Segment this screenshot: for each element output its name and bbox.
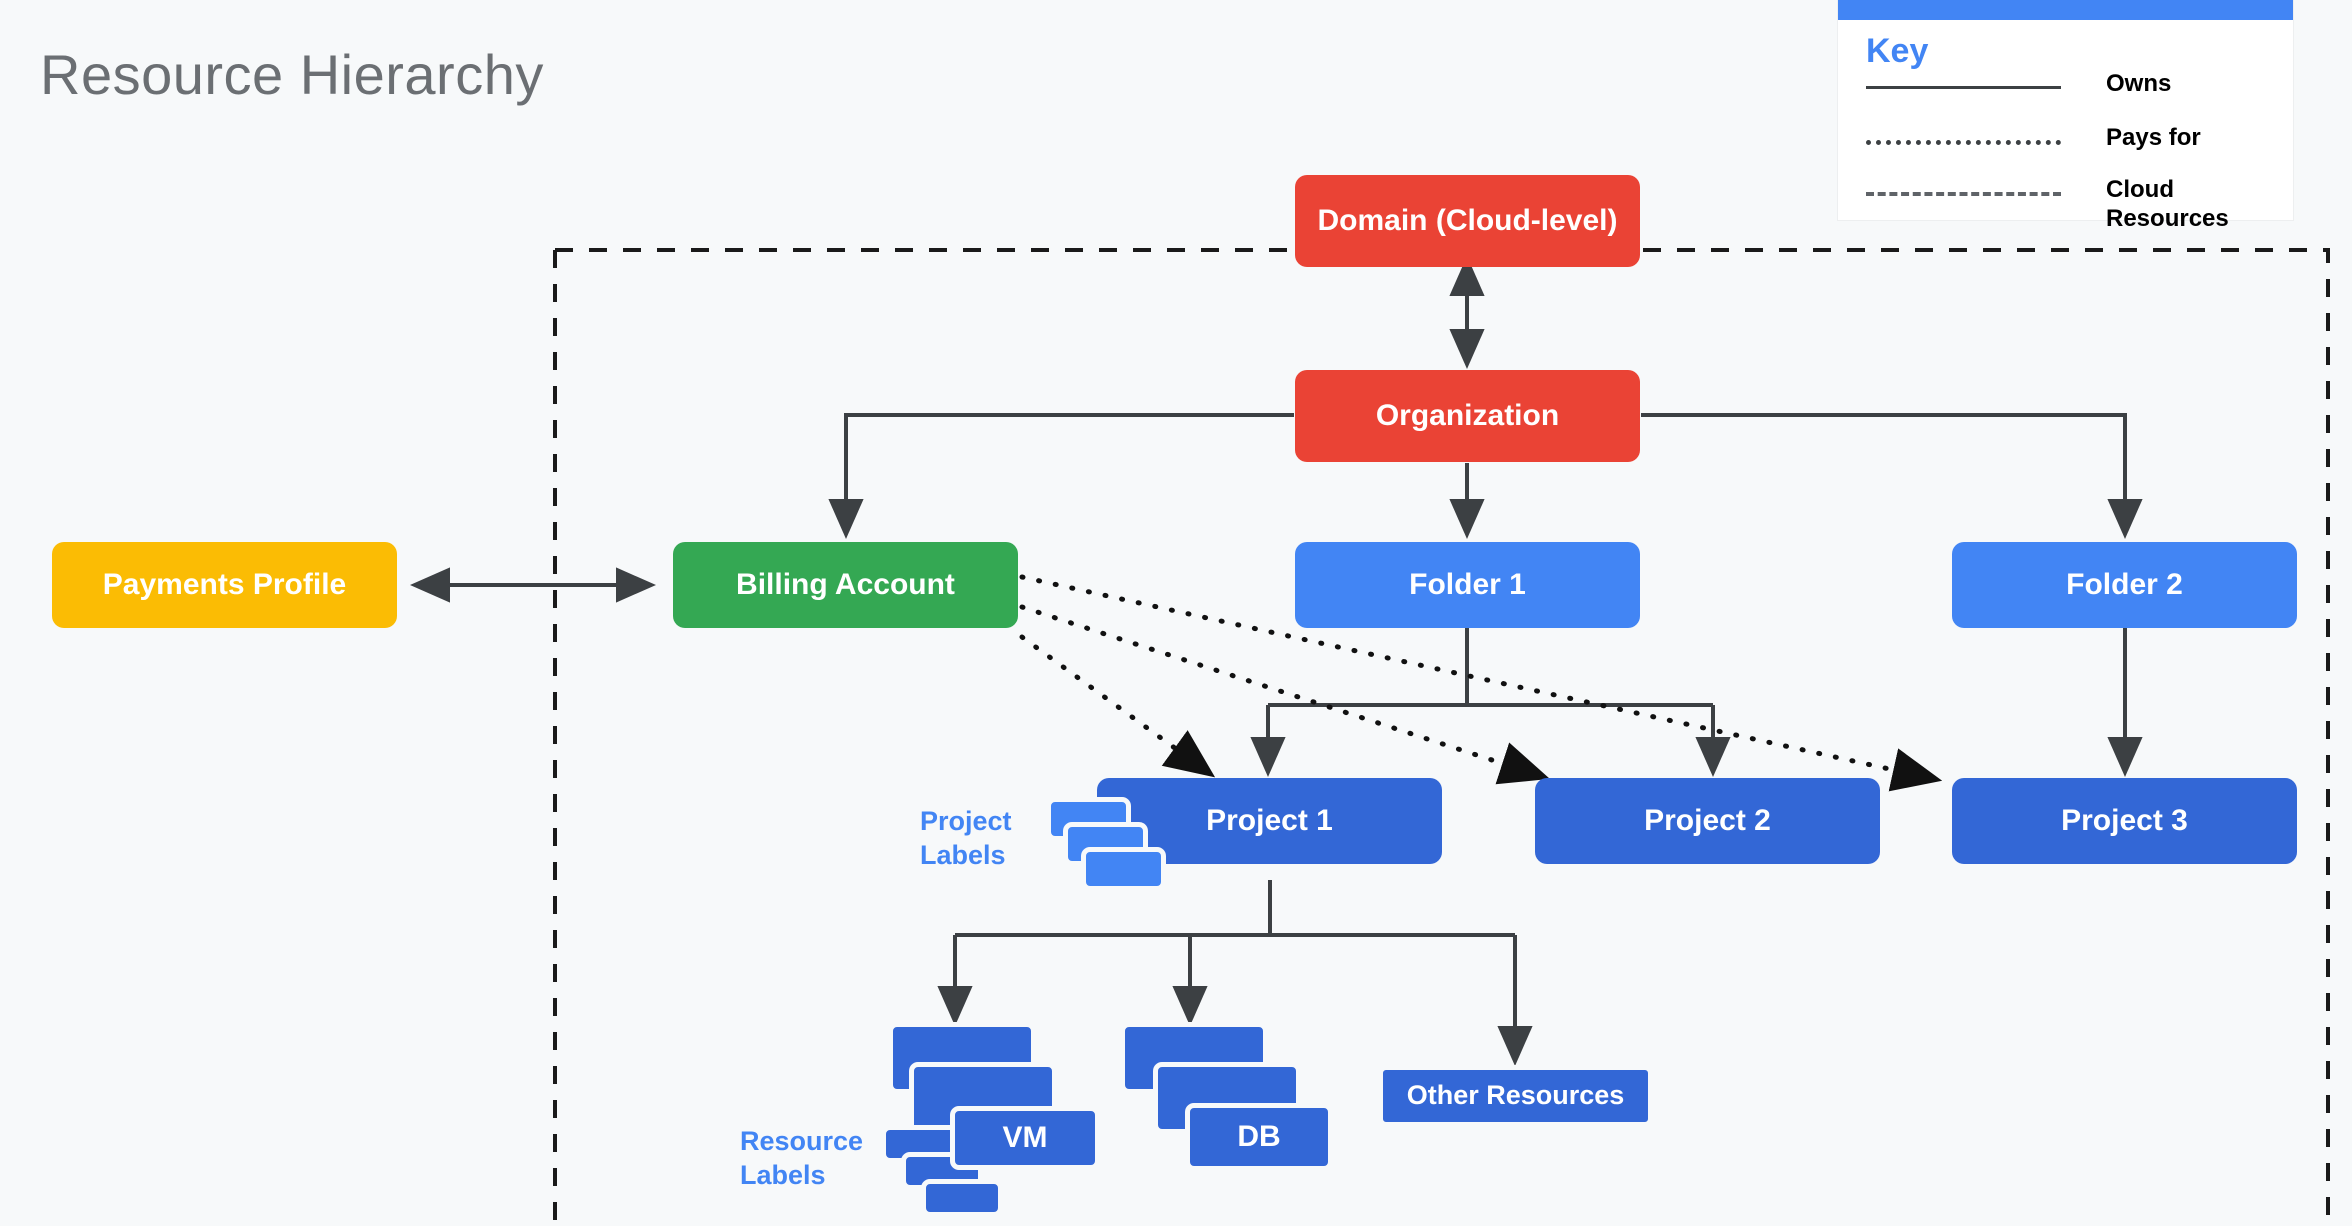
key-panel-title: Key — [1866, 32, 1929, 70]
node-organization[interactable]: Organization — [1295, 370, 1640, 462]
node-domain-label: Domain (Cloud-level) — [1317, 203, 1618, 237]
node-project-3-label: Project 3 — [2061, 803, 2188, 837]
node-project-2-label: Project 2 — [1644, 803, 1771, 837]
node-folder-2[interactable]: Folder 2 — [1952, 542, 2297, 628]
node-billing-account[interactable]: Billing Account — [673, 542, 1018, 628]
page-title: Resource Hierarchy — [40, 43, 544, 106]
project-label-card-3 — [1081, 847, 1166, 891]
key-label-owns: Owns — [2106, 70, 2172, 97]
db-card-front[interactable]: DB — [1185, 1103, 1333, 1171]
node-domain[interactable]: Domain (Cloud-level) — [1295, 175, 1640, 267]
edge-folder1-projects — [1250, 628, 1731, 777]
project-labels-annotation: Project Labels — [920, 805, 1040, 873]
vm-label: VM — [1002, 1121, 1048, 1154]
project-labels-line-1: Project — [920, 806, 1012, 836]
node-folder-1-label: Folder 1 — [1409, 567, 1526, 601]
key-row-pays-for: Pays for — [1866, 124, 2276, 162]
key-row-owns: Owns — [1866, 70, 2276, 108]
key-panel: Key Owns Pays for Cloud Resources — [1838, 0, 2293, 232]
node-project-3[interactable]: Project 3 — [1952, 778, 2297, 864]
vm-card-front[interactable]: VM — [950, 1106, 1100, 1170]
project-labels-line-2: Labels — [920, 839, 1006, 870]
owns-line-icon — [1866, 86, 2061, 89]
resource-labels-line-2: Labels — [740, 1159, 826, 1190]
key-label-cloud-resources: Cloud Resources — [2106, 176, 2229, 232]
node-other-resources[interactable]: Other Resources — [1378, 1065, 1653, 1127]
key-row-cloud-resources: Cloud Resources — [1866, 176, 2276, 232]
node-payments-profile-label: Payments Profile — [102, 567, 347, 601]
key-panel-accent-bar — [1838, 0, 2293, 20]
db-label: DB — [1237, 1120, 1281, 1153]
resource-labels-line-1: Resource — [740, 1126, 864, 1156]
node-folder-2-label: Folder 2 — [2066, 567, 2183, 601]
cloud-resources-line-icon — [1866, 192, 2061, 196]
node-organization-label: Organization — [1375, 398, 1560, 432]
node-project-1-label: Project 1 — [1206, 803, 1333, 837]
resource-labels-annotation: Resource Labels — [740, 1125, 890, 1193]
pays-for-line-icon — [1866, 140, 2061, 145]
key-label-pays-for: Pays for — [2106, 124, 2201, 151]
node-billing-account-label: Billing Account — [736, 567, 955, 601]
vm-card-small-3 — [921, 1179, 1003, 1217]
node-other-resources-label: Other Resources — [1406, 1080, 1625, 1111]
node-payments-profile[interactable]: Payments Profile — [52, 542, 397, 628]
node-project-2[interactable]: Project 2 — [1535, 778, 1880, 864]
node-folder-1[interactable]: Folder 1 — [1295, 542, 1640, 628]
